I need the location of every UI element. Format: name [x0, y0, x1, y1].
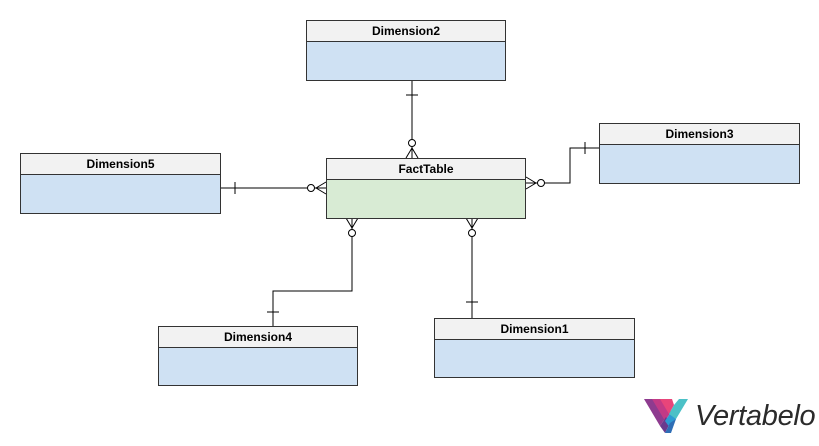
zero-marker	[408, 139, 416, 147]
entity-dimension2[interactable]: Dimension2	[306, 20, 506, 81]
entity-body	[327, 180, 525, 218]
crowfoot-right	[411, 147, 419, 159]
logo-wordmark: Vertabelo	[695, 399, 816, 432]
entity-dimension5[interactable]: Dimension5	[20, 153, 221, 214]
crowfoot-left	[405, 147, 413, 159]
entity-title: Dimension2	[307, 21, 505, 42]
crowfoot-left	[465, 217, 473, 229]
entity-body	[600, 145, 799, 183]
zero-marker	[307, 184, 315, 192]
entity-title: Dimension5	[21, 154, 220, 175]
crowfoot-bottom	[315, 187, 327, 195]
entity-dimension4[interactable]: Dimension4	[158, 326, 358, 386]
vertabelo-logo-icon	[644, 399, 688, 433]
crowfoot-right	[351, 217, 359, 229]
crowfoot-bottom	[525, 182, 537, 190]
zero-marker	[537, 179, 545, 187]
zero-marker	[468, 229, 476, 237]
zero-marker	[348, 229, 356, 237]
relationship-dimension2-facttable	[405, 80, 419, 159]
relationship-dimension5-facttable	[221, 181, 327, 195]
entity-title: FactTable	[327, 159, 525, 180]
relationship-dimension1-facttable	[465, 217, 479, 318]
crowfoot-right	[471, 217, 479, 229]
crowfoot-left	[345, 217, 353, 229]
entity-dimension3[interactable]: Dimension3	[599, 123, 800, 184]
crowfoot-top	[315, 181, 327, 189]
entity-title: Dimension3	[600, 124, 799, 145]
entity-facttable[interactable]: FactTable	[326, 158, 526, 219]
entity-body	[307, 42, 505, 80]
entity-body	[435, 340, 634, 377]
entity-body	[159, 348, 357, 385]
relationship-dimension3-facttable	[525, 142, 599, 190]
entity-body	[21, 175, 220, 213]
entity-title: Dimension1	[435, 319, 634, 340]
vertabelo-logo: Vertabelo	[643, 394, 816, 438]
entity-dimension1[interactable]: Dimension1	[434, 318, 635, 378]
entity-title: Dimension4	[159, 327, 357, 348]
crowfoot-top	[525, 176, 537, 184]
relationship-dimension4-facttable	[267, 217, 359, 326]
